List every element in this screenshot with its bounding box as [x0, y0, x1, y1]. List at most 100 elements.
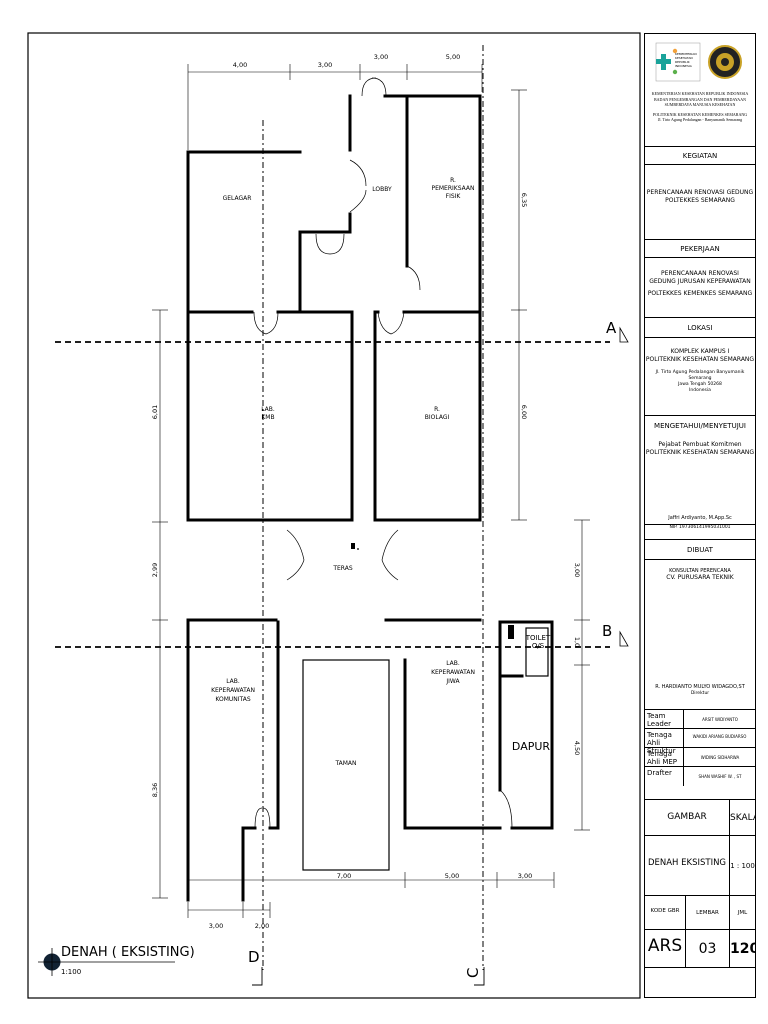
lembar-value: 03 [685, 930, 729, 967]
dim-left-3: 8,36 [151, 783, 159, 797]
mengetahui-nip: NIP. 197306141995031001 [645, 524, 755, 531]
dibuat-role: Direktur [690, 691, 710, 696]
lokasi-line-3: Jl. Tirto Agung Pedalangan Banyumanik Se… [655, 370, 745, 381]
dim-left-2: 2,99 [151, 563, 159, 577]
room-biologi-l2: BIOLAGI [425, 414, 450, 421]
lokasi-line-1: KOMPLEK KAMPUS I [670, 348, 730, 355]
room-biologi-l1: R. [434, 406, 440, 413]
axis-marker-d [252, 967, 263, 986]
skala-value: 1 : 100 [729, 836, 755, 895]
kemenkes-logo-icon [655, 42, 701, 82]
room-toilet-l2: O/S [532, 642, 545, 650]
lokasi-line-2: POLITEKNIK KESEHATAN SEMARANG [645, 356, 755, 363]
dim-top-2: 3,00 [318, 61, 332, 69]
kode-header-row: KODE GBR LEMBAR JML LMBR [645, 895, 755, 929]
walls [186, 94, 554, 902]
dim-right-2: 6,00 [520, 405, 528, 419]
axis-d-label: D [248, 948, 260, 966]
title-block: KEMENTERIAN KESEHATAN REPUBLIK INDONESIA… [644, 33, 756, 998]
logo-text-l3: REPUBLIK [675, 60, 690, 64]
dimension-texts: 4,00 3,00 3,00 5,00 7,00 5,00 3,00 3,00 … [151, 53, 581, 930]
mengetahui-name: Jaffri Ardiyanto, M.App.Sc [668, 515, 732, 521]
seal-icon [708, 45, 742, 79]
team-name: ARSIT WIDIYANTO [683, 710, 756, 729]
dim-right-1: 6,35 [520, 193, 528, 207]
dim-top-1: 4,00 [233, 61, 247, 69]
skala-header: SKALA [729, 800, 755, 835]
dim-right2-1: 3,00 [573, 563, 581, 577]
gambar-row: GAMBAR SKALA [645, 799, 755, 835]
team-row-drafter: Drafter SHAN WASHIF W. , ST [645, 766, 755, 786]
room-pemeriksaan-l3: FISIK [446, 193, 462, 200]
team-row-struktur: Tenaga Ahli Struktur WAKIDI ARIANG BUDIA… [645, 728, 755, 755]
lokasi-box: KOMPLEK KAMPUS I POLITEKNIK KESEHATAN SE… [645, 337, 755, 415]
section-a-label: A [606, 319, 617, 337]
lokasi-line-4: Jawa Tengah 50268 [678, 382, 722, 387]
mengetahui-box: Pejabat Pembuat Komitmen POLITEKNIK KESE… [645, 435, 755, 539]
inst-line-5: Jl. Tirto Agung Pedalangan - Banyumanik … [657, 117, 743, 122]
room-lab-kmb-l1: LAB. [261, 406, 275, 413]
dim-bottom2-1: 3,00 [209, 922, 223, 930]
thin-walls [302, 548, 549, 871]
dim-bottom-1: 7,00 [337, 872, 351, 880]
dibuat-name: R. HARDIANTO MULYO WIDAGDO,ST [655, 684, 745, 690]
room-jiwa-l2: KEPERAWATAN [431, 669, 475, 676]
inst-line-1: KEMENTERIAN KESEHATAN REPUBLIK INDONESIA [651, 91, 749, 96]
section-marker-a [619, 326, 629, 343]
room-teras: TERAS [332, 565, 352, 572]
inst-line-2: BADAN PENGEMBANGAN DAN PEMBERDAYAAN [654, 96, 746, 102]
room-taman: TAMAN [334, 760, 356, 767]
column-mark [351, 543, 355, 549]
drawing-title: DENAH ( EKSISTING) [61, 945, 195, 960]
room-lab-kmb-l2: KMB [261, 414, 274, 421]
room-komunitas-l3: KOMUNITAS [215, 696, 250, 703]
team-role: Drafter [647, 769, 672, 777]
team-row-mep: Tenaga Ahli MEP WIDING SIDHARWA [645, 747, 755, 767]
gambar-value: DENAH EKSISTING [647, 858, 727, 868]
dibuat-box: KONSULTAN PERENCANA CV. PURUSARA TEKNIK … [645, 559, 755, 709]
axis-marker-c [474, 967, 485, 986]
pekerjaan-box: PERENCANAAN RENOVASI GEDUNG JURUSAN KEPE… [645, 257, 755, 317]
team-role: Team Leader [647, 712, 672, 728]
logo-text-l4: INDONESIA [675, 64, 692, 68]
room-komunitas-l1: LAB. [226, 678, 240, 685]
drawing-title-scale: 1:100 [61, 968, 81, 976]
kegiatan-line-2: POLTEKKES SEMARANG [665, 197, 735, 204]
room-gelagar: GELAGAR [223, 195, 252, 202]
team-name: WAKIDI ARIANG BUDIARSO [683, 729, 755, 748]
mengetahui-line-2: POLITEKNIK KESEHATAN SEMARANG [645, 449, 755, 456]
poltekkes-seal [705, 42, 751, 82]
jml-header: JML LMBR [729, 896, 755, 929]
pekerjaan-header: PEKERJAAN [645, 239, 755, 257]
title-block-footer [645, 967, 755, 997]
dibuat-line-1: KONSULTAN PERENCANA [669, 568, 731, 574]
kegiatan-header: KEGIATAN [645, 146, 755, 164]
jml-value: 120 [729, 930, 755, 967]
team-role: Tenaga Ahli Struktur [647, 731, 676, 755]
dim-bottom-2: 5,00 [445, 872, 459, 880]
door-swings [253, 77, 513, 829]
kegiatan-box: PERENCANAAN RENOVASI GEDUNG POLTEKKES SE… [645, 164, 755, 239]
section-marker-b [619, 630, 629, 647]
mengetahui-line-1: Pejabat Pembuat Komitmen [658, 441, 742, 448]
dimension-lines [152, 64, 590, 918]
dibuat-line-2: CV. PURUSARA TEKNIK [666, 574, 734, 581]
dibuat-header: DIBUAT [645, 539, 755, 559]
team-name: WIDING SIDHARWA [683, 748, 756, 767]
sheet-border [27, 32, 641, 999]
kemenkes-logo: KEMENTERIAN KESEHATAN REPUBLIK INDONESIA [655, 42, 701, 82]
dim-right2-3: 4,50 [573, 741, 581, 755]
title-symbol [38, 948, 175, 976]
team-role: Tenaga Ahli MEP [647, 750, 678, 766]
toilet-fixture [508, 625, 514, 639]
pekerjaan-line-3: POLTEKKES KEMENKES SEMARANG [647, 290, 753, 297]
kegiatan-line-1: PERENCANAAN RENOVASI GEDUNG [646, 189, 754, 196]
dim-top-4: 5,00 [446, 53, 460, 61]
axis-c-label: C [464, 968, 482, 978]
inst-line-3: SUMBERDAYA MANUSIA KESEHATAN [664, 102, 736, 107]
gambar-value-row: DENAH EKSISTING 1 : 100 [645, 835, 755, 895]
gambar-header: GAMBAR [667, 812, 707, 822]
axis-lines [55, 45, 610, 970]
kode-header: KODE GBR [650, 908, 680, 914]
section-b-label: B [602, 622, 612, 640]
